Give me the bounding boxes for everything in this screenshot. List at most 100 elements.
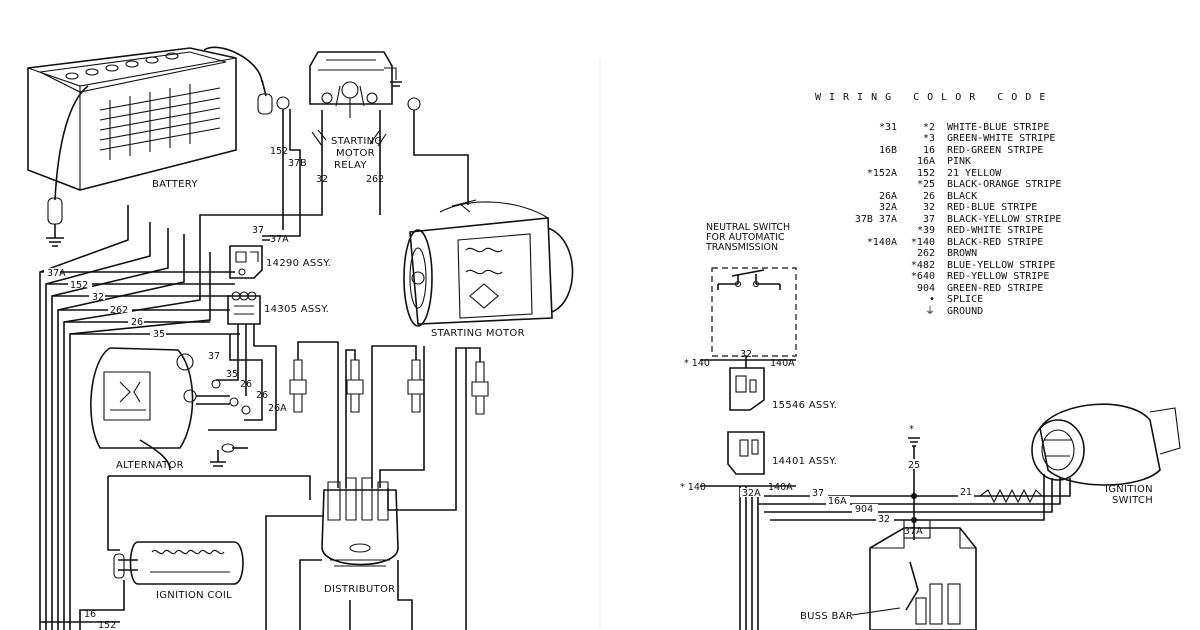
wire-n32: 32 (740, 349, 752, 360)
neutral-switch-label-1: NEUTRAL SWITCH (706, 222, 790, 233)
wire-v25: 25 (908, 460, 920, 471)
wire-b21: 21 (960, 487, 972, 498)
legend-code: 16A (916, 156, 935, 167)
wire-b32a: 32A (742, 488, 761, 499)
wire-262-relay: 262 (366, 174, 384, 185)
legend-alt-code (805, 156, 897, 168)
legend-color: RED-GREEN STRIPE (947, 144, 1044, 156)
spark-plugs (289, 359, 489, 415)
legend-title: WIRING COLOR CODE (815, 92, 1054, 103)
starting-motor-label: STARTING MOTOR (431, 328, 525, 339)
legend-code: *25 (916, 179, 935, 190)
neutral-switch-label-2: FOR AUTOMATIC (706, 232, 785, 243)
legend-color: BLACK-RED STRIPE (947, 236, 1044, 248)
legend-row: 26A 26 BLACK (805, 191, 1105, 203)
legend-alt-code: 32A (878, 202, 897, 213)
assy-14305-label: 14305 ASSY. (264, 304, 329, 315)
legend-alt-code (805, 179, 897, 191)
wire-37b-relay: 37B (288, 158, 307, 169)
legend-color: GREEN-WHITE STRIPE (947, 133, 1056, 144)
legend-color: GROUND (947, 305, 984, 317)
legend-row: *25 BLACK-ORANGE STRIPE (805, 179, 1105, 191)
legend-alt-code: *31 (878, 121, 897, 133)
assy-14305 (227, 291, 261, 325)
wire-32-harness: 32 (92, 292, 104, 303)
wire-n140a: 140A (770, 358, 795, 369)
legend-alt-code: *152A (866, 167, 897, 179)
relay-label-line1: STARTING (331, 136, 382, 147)
wire-262-harness: 262 (110, 305, 128, 316)
legend-code: 16 (922, 144, 935, 156)
wire-26-alt-2: 26 (256, 390, 268, 401)
wire-n140: * 140 (684, 358, 710, 369)
legend-code: 26 (922, 190, 935, 202)
legend-color: BLACK (947, 190, 978, 202)
legend-row: 16A PINK (805, 156, 1105, 168)
legend-code: ⏚ (925, 305, 935, 317)
legend-color: WHITE-BLUE STRIPE (947, 121, 1050, 133)
ignition-coil (113, 541, 244, 585)
legend-row: 37B 37A 37 BLACK-YELLOW STRIPE (805, 214, 1105, 226)
wire-b37: 37 (812, 488, 824, 499)
assy-15546 (729, 367, 765, 411)
legend-code: *3 (922, 133, 935, 144)
svg-text:*: * (909, 424, 914, 435)
alternator (90, 347, 251, 471)
wire-37a: 37A (270, 234, 289, 245)
wire-152-relay: 152 (270, 146, 288, 157)
legend-alt-code (805, 283, 897, 295)
legend-color: RED-BLUE STRIPE (947, 202, 1038, 213)
ignition-coil-label: IGNITION COIL (156, 590, 232, 601)
legend-color: SPLICE (947, 294, 984, 305)
wire-16: 16 (84, 609, 96, 620)
assy-15546-label: 15546 ASSY. (772, 400, 837, 411)
legend-color: BLACK-YELLOW STRIPE (947, 213, 1062, 225)
legend-row: ⏚ GROUND (805, 306, 1105, 318)
legend-alt-code (805, 294, 897, 306)
wire-b140: * 140 (680, 482, 706, 493)
legend-row: 262 BROWN (805, 248, 1105, 260)
legend-alt-code: 37B 37A (854, 213, 897, 225)
legend-code: 32 (922, 202, 935, 213)
wire-b904: 904 (855, 504, 873, 515)
legend-code: 37 (922, 213, 935, 225)
assy-14401-label: 14401 ASSY. (772, 456, 837, 467)
legend-code: 262 (916, 248, 935, 259)
wire-b32: 32 (878, 514, 890, 525)
wire-35-alt: 35 (226, 369, 238, 380)
assy-14401 (727, 431, 765, 475)
assy-14290-label: 14290 ASSY. (266, 258, 331, 269)
wire-v37a: 37A (904, 526, 923, 537)
wire-26a-alt: 26A (268, 403, 287, 414)
legend-color: BROWN (947, 248, 978, 259)
legend-alt-code: 26A (878, 190, 897, 202)
legend-color: RED-YELLOW STRIPE (947, 271, 1050, 282)
legend-code: 904 (916, 282, 935, 294)
wire-152-bottom: 152 (98, 620, 116, 630)
wire-37a-harness: 37A (47, 268, 66, 279)
distributor (321, 477, 399, 567)
legend-row: 32A 32 RED-BLUE STRIPE (805, 202, 1105, 214)
legend-code: 152 (916, 167, 935, 179)
wire-32-relay: 32 (316, 174, 328, 185)
alternator-label: ALTERNATOR (116, 460, 184, 471)
ignition-switch-label-1: IGNITION (1105, 484, 1153, 495)
legend-alt-code: *140A (866, 236, 897, 248)
neutral-switch-label-3: TRANSMISSION (705, 242, 778, 253)
wire-26-alt-1: 26 (240, 379, 252, 390)
legend-code: • (928, 294, 935, 305)
legend-color: BLACK-ORANGE STRIPE (947, 179, 1062, 190)
wire-152-harness: 152 (70, 280, 88, 291)
legend-color: PINK (947, 156, 972, 167)
legend-alt-code (805, 248, 897, 260)
wire-b16a: 16A (828, 496, 847, 507)
